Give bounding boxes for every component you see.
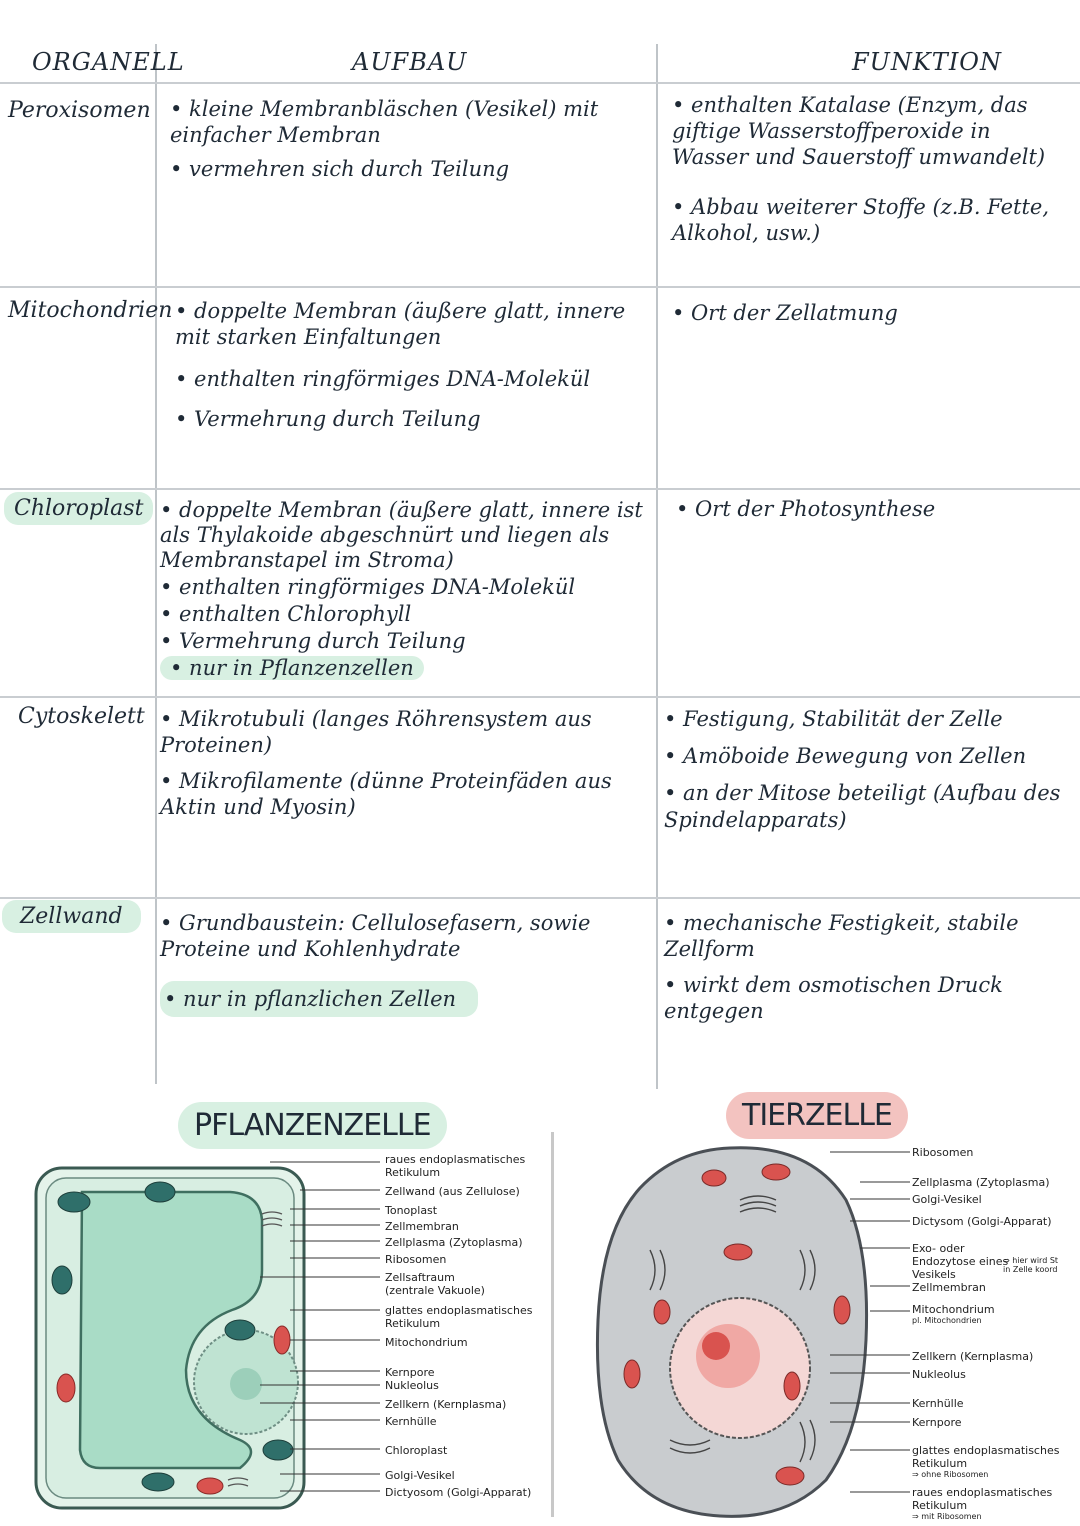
aufbau-item: • kleine Membranbläschen (Vesikel) mit e…: [170, 97, 599, 147]
aufbau-chloroplast: • doppelte Membran (äußere glatt, innere…: [160, 498, 655, 683]
animal-label: Golgi-Vesikel: [912, 1193, 982, 1206]
animal-label: Zellkern (Kernplasma): [912, 1350, 1034, 1363]
animal-label: Dictysom (Golgi-Apparat): [912, 1215, 1052, 1228]
funktion-item: • Abbau weiterer Stoffe (z.B. Fette, Alk…: [672, 195, 1049, 245]
plant-label: Tonoplast: [385, 1204, 438, 1217]
animal-label-lines: [830, 1151, 910, 1493]
funktion-zellwand: • mechanische Festigkeit, stabile Zellfo…: [664, 910, 1074, 1032]
plant-label: Ribosomen: [385, 1253, 447, 1266]
funktion-item: • Ort der Zellatmung: [672, 301, 898, 325]
funktion-item: • enthalten Katalase (Enzym, das giftige…: [672, 93, 1046, 169]
diagram-separator: [551, 1132, 554, 1517]
animal-label: glattes endoplasmatisches Retikulum ⇒ oh…: [912, 1444, 1072, 1479]
animal-label: Zellplasma (Zytoplasma): [912, 1176, 1050, 1189]
plant-label: Zellmembran: [385, 1220, 459, 1233]
row-divider-3: [0, 696, 1080, 698]
animal-label: Nukleolus: [912, 1368, 966, 1381]
animal-label: Kernpore: [912, 1416, 962, 1429]
aufbau-item: • enthalten ringförmiges DNA-Molekül: [160, 575, 576, 599]
aufbau-item: • doppelte Membran (äußere glatt, innere…: [175, 299, 626, 349]
organelle-cytoskelett: Cytoskelett: [18, 704, 145, 729]
animal-label: Zellmembran: [912, 1281, 986, 1294]
aufbau-highlight: • nur in pflanzlichen Zellen: [160, 981, 479, 1017]
organelle-highlight: Chloroplast: [4, 492, 154, 525]
aufbau-mitochondrien: • doppelte Membran (äußere glatt, innere…: [175, 298, 650, 440]
aufbau-item: • Mikrofilamente (dünne Proteinfäden aus…: [160, 769, 612, 819]
aufbau-zellwand: • Grundbaustein: Cellulosefasern, sowie …: [160, 910, 650, 1020]
plant-label: Zellkern (Kernplasma): [385, 1398, 507, 1411]
aufbau-item: • Grundbaustein: Cellulosefasern, sowie …: [160, 911, 591, 961]
plant-label: Zellsaftraum (zentrale Vakuole): [385, 1271, 485, 1297]
aufbau-item: • enthalten Chlorophyll: [160, 602, 412, 626]
funktion-cytoskelett: • Festigung, Stabilität der Zelle • Amöb…: [664, 706, 1074, 842]
animal-label: Ribosomen: [912, 1146, 974, 1159]
animal-label-text: Exo- oder Endozytose eines Vesikels: [912, 1242, 1009, 1281]
animal-cell-diagram: [595, 1146, 869, 1518]
funktion-peroxisomen: • enthalten Katalase (Enzym, das giftige…: [672, 92, 1072, 254]
funktion-chloroplast: • Ort der Photosynthese: [676, 496, 1076, 530]
aufbau-item: • Mikrotubuli (langes Röhrensystem aus P…: [160, 707, 592, 757]
header-funktion: FUNKTION: [852, 48, 1002, 76]
row-divider-4: [0, 897, 1080, 899]
plant-label: Chloroplast: [385, 1444, 448, 1457]
aufbau-item: • Vermehrung durch Teilung: [160, 629, 466, 653]
header-divider: [0, 82, 1080, 84]
aufbau-peroxisomen: • kleine Membranbläschen (Vesikel) mit e…: [170, 96, 640, 190]
plant-label: Zellwand (aus Zellulose): [385, 1185, 520, 1198]
plant-cell-title: PFLANZENZELLE: [178, 1102, 447, 1149]
animal-label: raues endoplasmatisches Retikulum ⇒ mit …: [912, 1486, 1072, 1521]
header-organell: ORGANELL: [32, 48, 185, 76]
animal-note-mito: pl. Mitochondrien: [912, 1316, 982, 1325]
aufbau-cytoskelett: • Mikrotubuli (langes Röhrensystem aus P…: [160, 706, 640, 828]
animal-label: Kernhülle: [912, 1397, 964, 1410]
animal-cell-title: TIERZELLE: [726, 1092, 908, 1139]
funktion-item: • Ort der Photosynthese: [676, 497, 936, 521]
funktion-item: • mechanische Festigkeit, stabile Zellfo…: [664, 911, 1019, 961]
funktion-item: • wirkt dem osmotischen Druck entgegen: [664, 973, 1003, 1023]
plant-label: Kernpore: [385, 1366, 435, 1379]
aufbau-item: • nur in pflanzlichen Zellen: [160, 981, 650, 1017]
plant-cell-diagram: [34, 1166, 306, 1510]
animal-note-rau: ⇒ mit Ribosomen: [912, 1512, 982, 1521]
plant-label: Kernhülle: [385, 1415, 437, 1428]
funktion-item: • an der Mitose beteiligt (Aufbau des Sp…: [664, 781, 1061, 832]
plant-label: Zellplasma (Zytoplasma): [385, 1236, 523, 1249]
plant-label: glattes endoplasmatisches Retikulum: [385, 1304, 533, 1330]
plant-label: Mitochondrium: [385, 1336, 468, 1349]
plant-label: Golgi-Vesikel: [385, 1469, 455, 1482]
column-divider-2: [656, 44, 658, 1089]
organelle-mitochondrien: Mitochondrien: [8, 298, 173, 323]
aufbau-item: • nur in Pflanzenzellen: [160, 656, 655, 681]
organelle-chloroplast: Chloroplast: [4, 492, 154, 525]
aufbau-item: • vermehren sich durch Teilung: [170, 157, 510, 181]
animal-label-text: glattes endoplasmatisches Retikulum: [912, 1444, 1060, 1470]
plant-label: Nukleolus: [385, 1379, 439, 1392]
animal-label-text: raues endoplasmatisches Retikulum: [912, 1486, 1053, 1512]
row-divider-1: [0, 286, 1080, 288]
aufbau-item: • enthalten ringförmiges DNA-Molekül: [175, 367, 591, 391]
animal-note-exo: ⇒ hier wird St in Zelle koord: [1003, 1256, 1059, 1274]
organelle-highlight: Zellwand: [2, 900, 141, 933]
funktion-item: • Amöboide Bewegung von Zellen: [664, 744, 1027, 768]
aufbau-item: • Vermehrung durch Teilung: [175, 407, 481, 431]
organelle-zellwand: Zellwand: [2, 900, 141, 933]
row-divider-2: [0, 488, 1080, 490]
header-aufbau: AUFBAU: [352, 48, 468, 76]
plant-label: Dictyosom (Golgi-Apparat): [385, 1486, 532, 1499]
organelle-peroxisomen: Peroxisomen: [8, 98, 151, 123]
aufbau-item: • doppelte Membran (äußere glatt, innere…: [160, 498, 643, 572]
animal-label: Mitochondrium pl. Mitochondrien: [912, 1303, 995, 1325]
animal-label-text: Mitochondrium: [912, 1303, 995, 1316]
column-divider-1: [155, 44, 157, 1084]
aufbau-highlight: • nur in Pflanzenzellen: [160, 656, 424, 680]
funktion-mitochondrien: • Ort der Zellatmung: [672, 300, 1072, 334]
plant-label: raues endoplasmatisches Retikulum: [385, 1153, 526, 1179]
animal-note-glatt: ⇒ ohne Ribosomen: [912, 1470, 989, 1479]
animal-label: Exo- oder Endozytose eines Vesikels: [912, 1242, 1022, 1281]
funktion-item: • Festigung, Stabilität der Zelle: [664, 707, 1003, 731]
plant-label-lines: [260, 1161, 380, 1492]
